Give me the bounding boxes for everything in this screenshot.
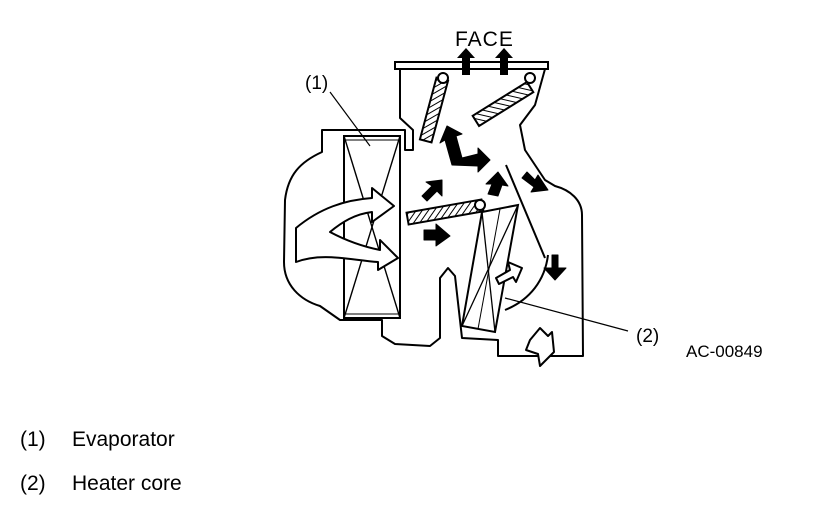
- hvac-housing-outline: [283, 68, 584, 357]
- face-door-right: [471, 72, 536, 128]
- intake-air-arrow: [295, 187, 399, 271]
- right-channel-divider: [505, 164, 546, 259]
- face-outlet-arrows: [457, 48, 513, 75]
- callout-2: (2): [636, 326, 659, 347]
- legend-item-evaporator: (1) Evaporator: [20, 428, 175, 452]
- face-door-left: [418, 72, 450, 144]
- legend-label: Evaporator: [72, 428, 175, 451]
- leader-line-2: [504, 297, 629, 332]
- legend-label: Heater core: [72, 472, 182, 495]
- air-mix-door: [405, 198, 486, 226]
- face-outlet-flange: [394, 61, 549, 70]
- face-label: FACE: [455, 28, 514, 51]
- airflow-arrows: [421, 125, 567, 281]
- heater-core: [460, 203, 520, 334]
- housing-inner-bowl: [504, 254, 549, 311]
- heater-flow-arrow: [495, 261, 523, 285]
- legend-number: (1): [20, 428, 46, 451]
- leader-line-1: [329, 91, 371, 147]
- foot-outlet-arrow: [525, 327, 555, 367]
- figure-code: AC-00849: [686, 342, 763, 361]
- callout-1: (1): [305, 73, 328, 94]
- evaporator: [343, 135, 401, 319]
- hvac-unit-diagram: FACE: [283, 28, 763, 367]
- legend-item-heater-core: (2) Heater core: [20, 472, 182, 496]
- legend-number: (2): [20, 472, 46, 495]
